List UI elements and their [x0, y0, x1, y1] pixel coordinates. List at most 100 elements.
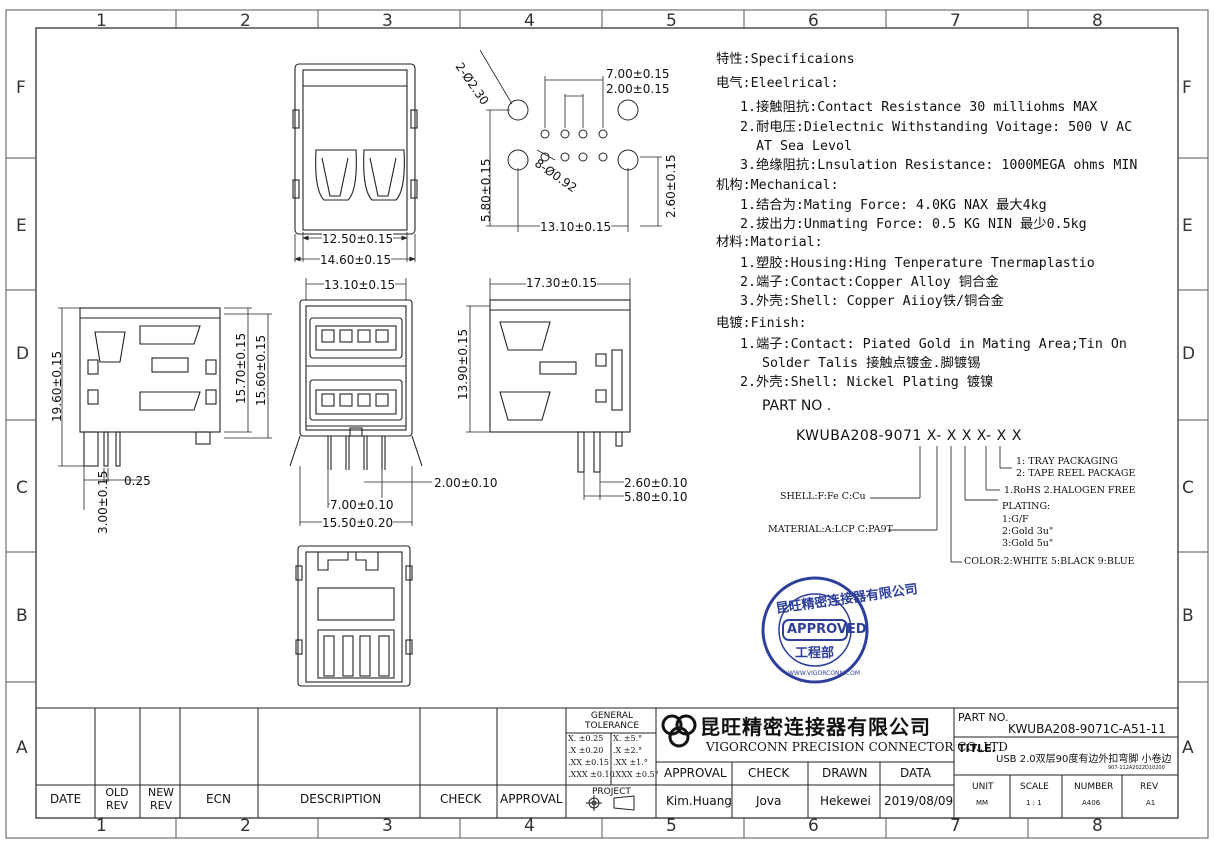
spec-mt2: 2.端子:Contact:Copper Alloy 铜合金: [740, 275, 999, 290]
spec-mt3: 3.外壳:Shell: Copper Aiioy铁/铜合金: [740, 294, 1004, 309]
spec-m2: 2.拔出力:Unmating Force: 0.5 KG NIN 最少0.5kg: [740, 217, 1087, 232]
rev-header-check: CHECK: [440, 792, 482, 806]
tol-left-0: X. ±0.25: [568, 734, 604, 743]
number-header: NUMBER: [1074, 782, 1114, 792]
spec-mechanical: 机构:Mechanical:: [716, 178, 839, 193]
row-label-b-right: B: [1182, 606, 1194, 626]
spec-f2: 2.外壳:Shell: Nickel Plating 镀镍: [740, 375, 994, 390]
spec-electrical: 电气:Eleelrical:: [716, 76, 839, 91]
dim-side-pin-w: 0.25: [124, 474, 151, 488]
col-label-2-bottom: 2: [240, 816, 251, 836]
rev-header-description: DESCRIPTION: [300, 792, 382, 806]
spec-f1b: Solder Talis 接触点镀金.脚镀锡: [762, 356, 981, 371]
number-value: A406: [1082, 799, 1101, 807]
dim-top-right-v: 2.60±0.15: [664, 154, 678, 219]
rev-header-new-rev: NEW REV: [147, 786, 175, 812]
spec-heading: 特性:Specificaions: [716, 52, 855, 67]
doc-number: 907-112A2022D10200: [1108, 765, 1165, 771]
dim-mid-width: 15.50±0.20: [322, 516, 394, 530]
spec-e2b: AT Sea Levol: [756, 139, 853, 154]
partcode-plating1: 1:G/F: [1002, 514, 1029, 525]
rev-header-old-rev: OLD REV: [105, 786, 129, 812]
company-name-cn: 昆旺精密连接器有限公司: [700, 715, 931, 739]
col-label-8-bottom: 8: [1092, 816, 1103, 836]
dim-side-h3: 15.60±0.15: [254, 334, 268, 406]
dim-mid-pin: 2.00±0.10: [434, 476, 498, 490]
company-logo: [661, 714, 697, 748]
check-value: Jova: [756, 794, 782, 808]
projection-symbol: [586, 795, 635, 811]
col-label-7-bottom: 7: [950, 816, 961, 836]
dim-right-w: 17.30±0.15: [526, 276, 598, 290]
rev-header-approval: APPROVAL: [500, 792, 563, 806]
tol-right-0: X. ±5.°: [613, 734, 643, 743]
row-label-e-right: E: [1182, 216, 1193, 236]
front-view-top: [292, 63, 418, 235]
partcode-label: PART NO .: [762, 398, 832, 414]
pcb-footprint: [507, 99, 639, 171]
col-label-1: 1: [96, 11, 107, 31]
check-header: CHECK: [748, 766, 790, 780]
partcode-shell: SHELL:F:Fe C:Cu: [780, 491, 866, 502]
dim-front-w2: 14.60±0.15: [320, 253, 392, 267]
row-label-d-right: D: [1182, 344, 1196, 364]
partcode-material: MATERIAL:A:LCP C:PA9T: [768, 524, 893, 535]
row-label-d: D: [16, 344, 30, 364]
partno-value: KWUBA208-9071C-A51-11: [1008, 722, 1166, 736]
spec-e3: 3.绝缘阻抗:Lnsulation Resistance: 1000MEGA o…: [740, 158, 1138, 173]
tolerance-title: GENERAL TOLERANCE: [584, 711, 640, 731]
approval-stamp: [761, 576, 869, 684]
data-header: DATA: [900, 766, 931, 780]
dim-right-pin2: 5.80±0.10: [624, 490, 688, 504]
col-label-4: 4: [524, 11, 535, 31]
dim-side-h2: 15.70±0.15: [234, 332, 248, 404]
stamp-url: WWW.VIGORCONN.COM: [788, 670, 861, 677]
row-label-c-right: C: [1182, 478, 1194, 498]
row-label-a: A: [16, 738, 28, 758]
col-label-2: 2: [240, 11, 251, 31]
col-label-7: 7: [950, 11, 961, 31]
dim-top-bottom: 13.10±0.15: [540, 220, 612, 234]
row-label-e: E: [16, 216, 27, 236]
row-label-a-right: A: [1182, 738, 1194, 758]
front-view-middle: [289, 299, 423, 470]
stamp-approved: APPROVED: [787, 622, 867, 637]
col-label-5: 5: [666, 11, 677, 31]
col-label-1-bottom: 1: [96, 816, 107, 836]
title-value: USB 2.0双层90度有边外扣弯脚 小卷边: [996, 754, 1172, 765]
col-label-6: 6: [808, 11, 819, 31]
partcode-plating: PLATING:: [1002, 501, 1051, 512]
spec-m1: 1.结合为:Mating Force: 4.0KG NAX 最大4kg: [740, 198, 1047, 213]
spec-finish: 电镀:Finish:: [716, 316, 807, 331]
dim-mid-top: 13.10±0.15: [324, 278, 396, 292]
dim-mid-pitch: 7.00±0.10: [330, 498, 394, 512]
partcode-pack2: 2: TAPE REEL PACKAGE: [1016, 468, 1136, 479]
col-label-6-bottom: 6: [808, 816, 819, 836]
col-label-8: 8: [1092, 11, 1103, 31]
scale-value: 1 : 1: [1026, 799, 1042, 807]
unit-header: UNIT: [972, 782, 994, 792]
approval-value: Kim.Huang: [666, 794, 732, 808]
drawn-value: Hekewei: [820, 794, 871, 808]
spec-mt1: 1.塑胶:Housing:Hing Tenperature Tnermaplas…: [740, 256, 1095, 271]
tol-right-2: .XX ±1.°: [613, 758, 648, 767]
dim-top-left-v: 5.80±0.15: [479, 158, 493, 223]
stamp-dept: 工程部: [795, 646, 835, 661]
tol-right-3: .XXX ±0.5°: [613, 770, 659, 779]
rev-header: REV: [1140, 782, 1159, 792]
tol-left-2: .XX ±0.15: [568, 758, 609, 767]
col-label-4-bottom: 4: [524, 816, 535, 836]
partcode-leaders: [870, 446, 1012, 563]
spec-f1a: 1.端子:Contact: Piated Gold in Mating Area…: [740, 337, 1127, 352]
rev-header-ecn: ECN: [206, 792, 231, 806]
dim-top-pitch: 7.00±0.15: [606, 67, 670, 81]
side-view-left: [79, 307, 221, 467]
partcode-pack1: 1: TRAY PACKAGING: [1016, 456, 1118, 467]
partcode-color: COLOR:2:WHITE 5:BLACK 9:BLUE: [964, 556, 1135, 567]
dim-right-h: 13.90±0.15: [456, 328, 470, 400]
spec-material: 材料:Matorial:: [716, 235, 823, 250]
project-label: PROJECT: [592, 787, 631, 797]
tol-left-1: .X ±0.20: [568, 746, 604, 755]
